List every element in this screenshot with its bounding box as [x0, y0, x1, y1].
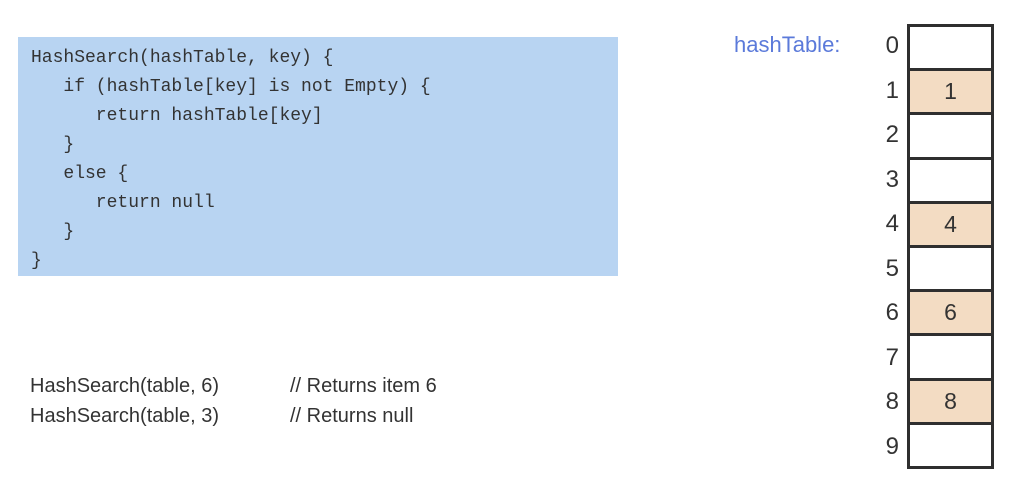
hash-table-cell	[910, 424, 991, 467]
hash-table-index: 6	[885, 299, 899, 327]
hash-table-index: 8	[885, 388, 899, 416]
hash-table-index: 1	[885, 76, 899, 104]
hash-table-index: 7	[885, 343, 899, 371]
hash-table-cell: 8	[910, 380, 991, 425]
hash-table-index: 0	[885, 32, 899, 60]
hash-table-cell: 6	[910, 292, 991, 337]
example-calls: HashSearch(table, 6) // Returns item 6 H…	[30, 371, 437, 431]
example-row: HashSearch(table, 3) // Returns null	[30, 401, 437, 431]
hash-table-index: 4	[885, 210, 899, 238]
hash-table-cell	[910, 115, 991, 160]
hash-table-index: 3	[885, 165, 899, 193]
hashtable-label: hashTable:	[734, 32, 841, 57]
hash-table-cells: 1 4 6 8	[907, 24, 994, 469]
hash-table-cell	[910, 248, 991, 293]
hash-table-cell: 1	[910, 71, 991, 116]
hash-table-index-column: 0 1 2 3 4 5 6 7 8 9	[845, 24, 907, 469]
example-call-text: HashSearch(table, 6)	[30, 374, 219, 397]
hash-table-index: 2	[885, 121, 899, 149]
hash-table-index: 9	[885, 432, 899, 460]
hash-table-cell	[910, 159, 991, 204]
hash-table-index: 5	[885, 254, 899, 282]
example-row: HashSearch(table, 6) // Returns item 6	[30, 371, 437, 401]
pseudocode-block: HashSearch(hashTable, key) { if (hashTab…	[18, 37, 618, 276]
example-comment-text: // Returns item 6	[290, 374, 437, 397]
hash-table-cell: 4	[910, 203, 991, 249]
example-comment-text: // Returns null	[290, 404, 414, 427]
hash-table-cell	[910, 27, 991, 72]
hash-table-cell	[910, 336, 991, 381]
example-call-text: HashSearch(table, 3)	[30, 404, 219, 427]
